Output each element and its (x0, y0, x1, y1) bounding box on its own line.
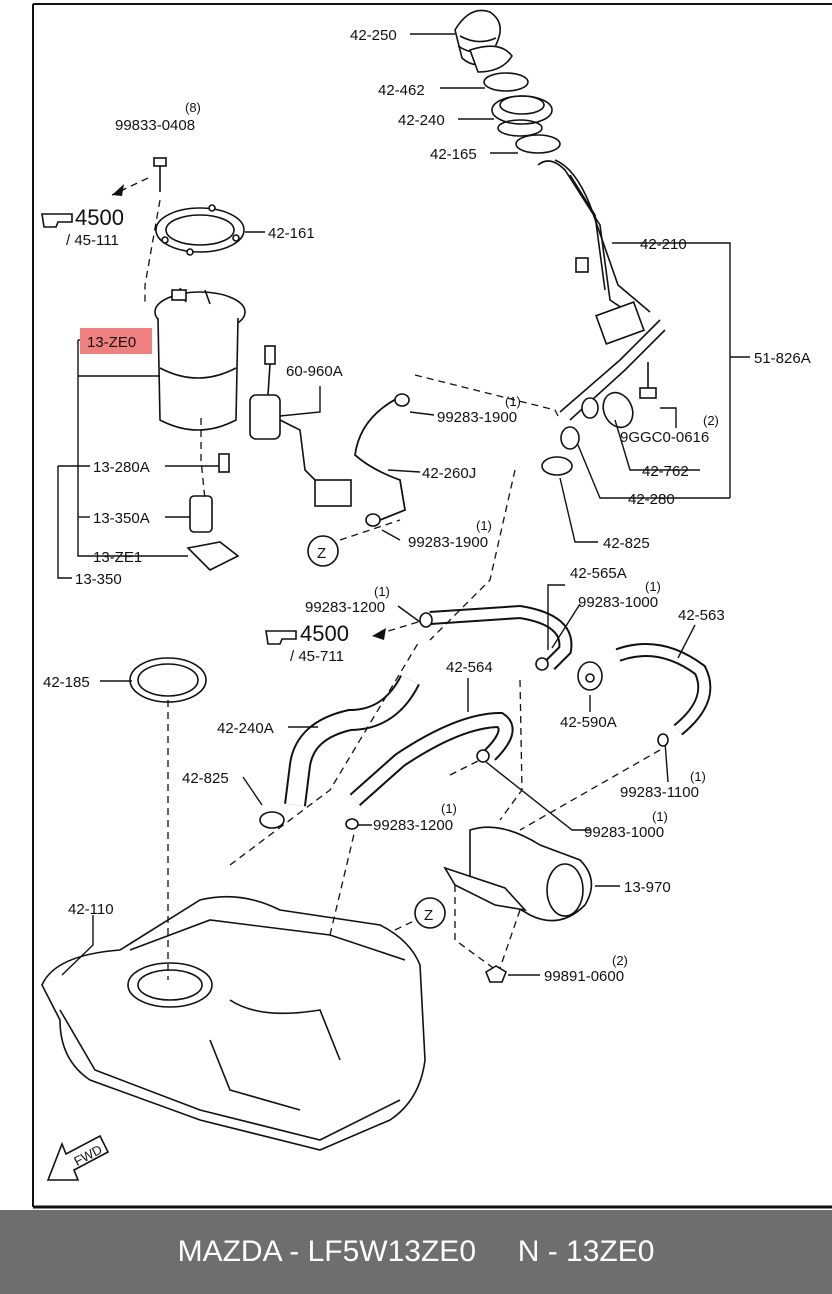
zone-z-a: Z (317, 545, 326, 562)
label-99283-1900-a: 99283-1900 (437, 409, 517, 426)
bolt-9ggc0-0616 (639, 362, 657, 399)
label-42-165: 42-165 (430, 146, 477, 163)
footer-bar: MAZDA - LF5W13ZE0 N - 13ZE0 (0, 1210, 832, 1294)
qty-99833-0408: (8) (185, 100, 201, 115)
fwd-arrow-icon (46, 1134, 110, 1181)
label-99283-1900-b: 99283-1900 (408, 534, 488, 551)
label-42-590A: 42-590A (560, 714, 617, 731)
pointer-hand-icon-a (41, 213, 73, 228)
label-99283-1100: 99283-1100 (620, 784, 699, 801)
label-60-960A: 60-960A (286, 363, 343, 380)
label-13-280A: 13-280A (93, 459, 150, 476)
label-42-564: 42-564 (446, 659, 493, 676)
gasket-42-462 (483, 72, 529, 92)
label-42-260J: 42-260J (422, 465, 476, 482)
qty-99283-1100: (1) (690, 769, 706, 784)
label-42-565A: 42-565A (570, 565, 627, 582)
clamps (345, 393, 669, 983)
filler-cap (454, 9, 513, 73)
label-13-970: 13-970 (624, 879, 671, 896)
label-42-762: 42-762 (642, 463, 689, 480)
label-42-563: 42-563 (678, 607, 725, 624)
label-42-240A: 42-240A (217, 720, 274, 737)
label-99283-1200-b: 99283-1200 (373, 817, 453, 834)
label-13-350A: 13-350A (93, 510, 150, 527)
ref-4500-a: 4500 (75, 205, 124, 230)
clamp-42-280 (560, 426, 580, 450)
qty-99283-1000-a: (1) (645, 579, 661, 594)
zone-z-circle-a (307, 535, 339, 567)
fuel-pump-unit-13-350 (154, 287, 246, 431)
ref-45-711: / 45-711 (290, 648, 344, 665)
footer-code: N - 13ZE0 (517, 1235, 655, 1268)
label-99833-0408: 99833-0408 (115, 117, 195, 134)
strainer-13-ZE1 (186, 541, 240, 571)
label-42-250: 42-250 (350, 27, 397, 44)
qty-99283-1200-a: (1) (374, 584, 390, 599)
label-42-825-b: 42-825 (182, 770, 229, 787)
fwd-label: FWD (71, 1142, 104, 1169)
qty-99283-1200-b: (1) (441, 801, 457, 816)
label-42-825-a: 42-825 (603, 535, 650, 552)
label-99891-0600: 99891-0600 (544, 968, 624, 985)
zone-z-circle-b (414, 897, 446, 929)
pointer-hand-icon-b (265, 630, 297, 645)
ref-arrow-a (111, 177, 149, 196)
parts-diagram: 42-250 42-462 42-240 42-165 42-210 51-82… (32, 3, 832, 1209)
footer-spacer (476, 1235, 518, 1269)
bolt-99833-0408 (153, 157, 167, 192)
label-51-826A: 51-826A (754, 350, 811, 367)
filler-pipe-42-210 (537, 159, 666, 421)
sender-60-960A (249, 345, 352, 507)
qty-99283-1900-b: (1) (476, 518, 492, 533)
label-13-350: 13-350 (75, 571, 122, 588)
label-99283-1000-a: 99283-1000 (578, 594, 658, 611)
filter-13-280A (218, 453, 230, 473)
label-99283-1200-a: 99283-1200 (305, 599, 385, 616)
hose-42-260J (354, 397, 406, 521)
zone-z-b: Z (424, 907, 433, 924)
label-9ggc0-0616: 9GGC0-0616 (620, 429, 709, 446)
highlight-13-ze0 (80, 328, 152, 354)
qty-99283-1900-a: (1) (505, 394, 521, 409)
label-42-185: 42-185 (43, 674, 90, 691)
qty-9ggc0-0616: (2) (703, 413, 719, 428)
retainer-42-161 (155, 204, 245, 256)
gasket-42-165 (515, 134, 561, 154)
gasket-42-185 (129, 657, 207, 703)
label-99283-1000-b: 99283-1000 (584, 824, 664, 841)
valve-42-590A (577, 661, 603, 691)
ref-45-111: / 45-111 (66, 232, 119, 249)
label-42-210: 42-210 (640, 236, 687, 253)
canister-13-970 (443, 826, 593, 922)
label-42-280: 42-280 (628, 491, 675, 508)
label-42-240: 42-240 (398, 112, 445, 129)
filler-ring-42-240 (491, 95, 553, 137)
fuel-tank-42-110 (41, 895, 426, 1151)
filter-13-350A (189, 495, 213, 533)
dash-pump-route (144, 199, 161, 305)
clamp-42-825-upper (541, 456, 573, 476)
qty-99283-1000-b: (1) (652, 809, 668, 824)
label-42-462: 42-462 (378, 82, 425, 99)
label-13-ze0: 13-ZE0 (87, 334, 136, 351)
clamp-42-825-lower (259, 811, 285, 829)
leader-lines (57, 33, 750, 976)
hose-42-762 (581, 391, 634, 429)
label-13-ze1: 13-ZE1 (93, 549, 142, 566)
label-42-161: 42-161 (268, 225, 315, 242)
label-42-110: 42-110 (68, 901, 114, 918)
footer-part-number: MAZDA - LF5W13ZE0 (177, 1235, 476, 1268)
ref-4500-b: 4500 (300, 621, 349, 646)
qty-99891-0600: (2) (612, 953, 628, 968)
